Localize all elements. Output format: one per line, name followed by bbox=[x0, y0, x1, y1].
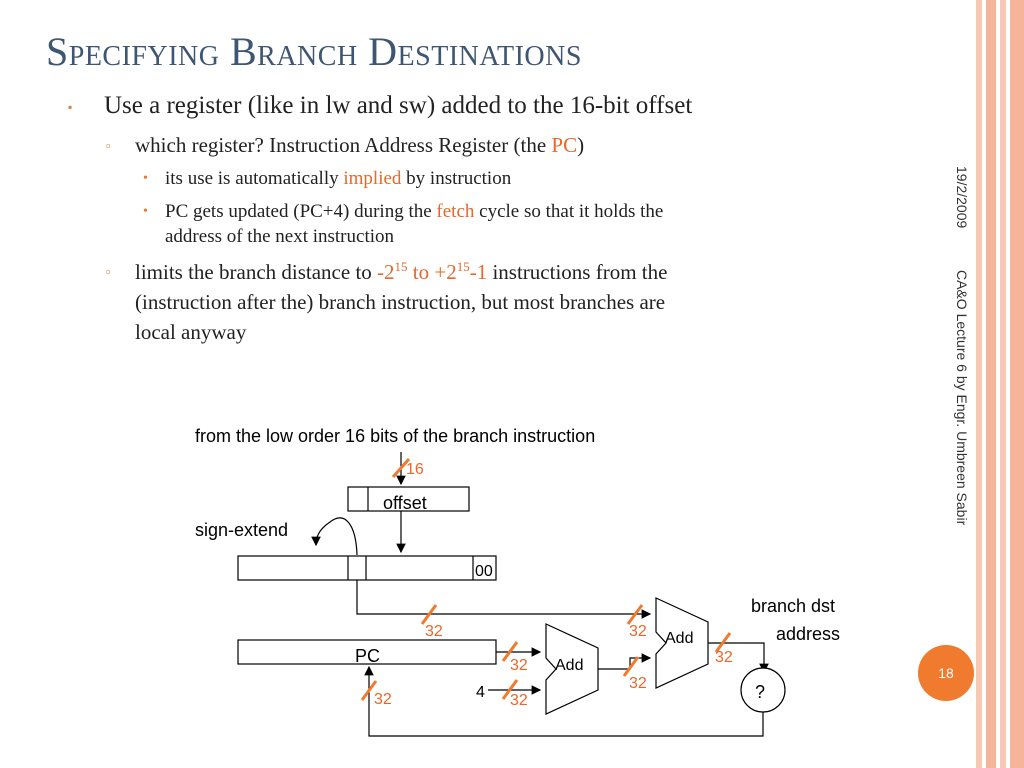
adder-pc-plus-4 bbox=[545, 623, 599, 715]
svg-text:32: 32 bbox=[629, 675, 647, 692]
bullet-marker: ▪ bbox=[68, 100, 73, 114]
sign-extend-curve bbox=[311, 517, 358, 556]
bullet-which-register: which register? Instruction Address Regi… bbox=[135, 133, 585, 157]
page-title: Specifying Branch Destinations bbox=[46, 29, 582, 74]
dot-bullet-marker: • bbox=[143, 204, 148, 219]
bullet-fetch: PC gets updated (PC+4) during the fetch … bbox=[165, 201, 664, 222]
extended-offset-box bbox=[237, 555, 497, 581]
bullet-limits-line2: (instruction after the) branch instructi… bbox=[135, 290, 666, 314]
bullet-limits-line3: local anyway bbox=[135, 320, 247, 344]
branch-dst-label: branch dst bbox=[751, 596, 835, 616]
sign-extend-label: sign-extend bbox=[195, 520, 288, 540]
diagram-caption: from the low order 16 bits of the branch… bbox=[195, 426, 595, 446]
bullet-fetch-line2: address of the next instruction bbox=[165, 226, 395, 247]
offset-to-add-wire bbox=[356, 580, 652, 619]
svg-text:32: 32 bbox=[425, 623, 443, 640]
feedback-to-pc-wire bbox=[364, 665, 764, 737]
decorative-stripes bbox=[976, 0, 1024, 768]
dot-bullet-marker: • bbox=[143, 171, 148, 186]
offset-label: offset bbox=[383, 493, 427, 513]
svg-text:32: 32 bbox=[510, 692, 528, 709]
sub-bullet-marker: ▫ bbox=[106, 264, 111, 279]
width-16-label: 16 bbox=[406, 461, 424, 478]
bullet-implied: its use is automatically implied by inst… bbox=[165, 168, 512, 189]
svg-text:Add: Add bbox=[665, 630, 693, 647]
svg-text:32: 32 bbox=[374, 691, 392, 708]
sub-bullet-marker: ▫ bbox=[106, 138, 111, 153]
svg-text:address: address bbox=[776, 624, 840, 644]
svg-text:32: 32 bbox=[510, 657, 528, 674]
bus-width-mark bbox=[391, 458, 411, 478]
pc-register bbox=[237, 639, 497, 665]
svg-text:?: ? bbox=[755, 682, 765, 702]
svg-text:32: 32 bbox=[629, 623, 647, 640]
page-number-badge: 18 bbox=[918, 645, 974, 701]
zeros-label: 00 bbox=[475, 563, 493, 580]
svg-text:32: 32 bbox=[715, 649, 733, 666]
adder-branch-target bbox=[655, 597, 709, 689]
pc-label: PC bbox=[355, 646, 380, 666]
four-label: 4 bbox=[476, 684, 485, 701]
svg-text:Add: Add bbox=[555, 657, 583, 674]
bullet-limits: limits the branch distance to -215 to +2… bbox=[135, 259, 668, 284]
bullet-main: Use a register (like in lw and sw) added… bbox=[104, 92, 693, 119]
